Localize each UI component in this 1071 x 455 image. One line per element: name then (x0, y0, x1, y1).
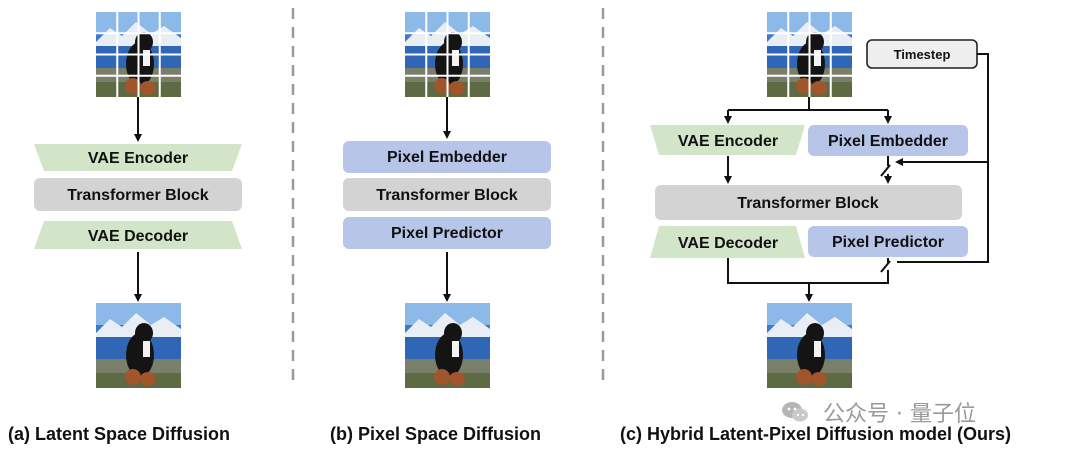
wechat-icon (780, 400, 810, 430)
output-merge-line (727, 258, 889, 284)
switch-embedder (880, 164, 891, 177)
panel-latent-diffusion: VAE Encoder Transformer Block VAE Decode… (34, 12, 242, 388)
vae-encoder-shape (650, 125, 805, 155)
pixel-predictor-label: Pixel Predictor (832, 234, 944, 251)
transformer-block-shape (34, 178, 242, 211)
transformer-block-label: Transformer Block (737, 195, 878, 212)
timestep-label: Timestep (894, 47, 951, 62)
caption-pixel-diffusion: (b) Pixel Space Diffusion (330, 424, 542, 444)
pixel-embedder-shape (343, 141, 551, 173)
vae-decoder-label: VAE Decoder (678, 235, 778, 252)
pixel-embedder-label: Pixel Embedder (828, 133, 948, 150)
watermark-text: 公众号 · 量子位 (823, 402, 976, 427)
pixel-predictor-shape (343, 217, 551, 249)
vae-encoder-label: VAE Encoder (678, 133, 778, 150)
vae-decoder-shape (650, 226, 805, 258)
input-noisy-image (96, 12, 181, 97)
pixel-predictor-label: Pixel Predictor (391, 225, 503, 242)
pixel-predictor-shape (808, 226, 968, 257)
transformer-block-label: Transformer Block (67, 187, 208, 204)
vae-encoder-label: VAE Encoder (88, 150, 188, 167)
input-noisy-image (405, 12, 490, 97)
transformer-block-shape (655, 185, 962, 220)
pixel-embedder-shape (808, 125, 968, 156)
input-noisy-image (767, 12, 852, 97)
panel-hybrid-diffusion: Timestep VAE Encoder Pixel Embedder Tran… (650, 12, 989, 388)
input-split-line (728, 97, 888, 111)
transformer-block-label: Transformer Block (376, 187, 517, 204)
pixel-embedder-label: Pixel Embedder (387, 149, 507, 166)
output-clean-image (767, 303, 852, 388)
transformer-block-shape (343, 178, 551, 211)
caption-latent-diffusion: (a) Latent Space Diffusion (8, 424, 231, 444)
watermark: 公众号 · 量子位 (780, 396, 976, 430)
vae-decoder-label: VAE Decoder (88, 228, 188, 245)
vae-decoder-shape (34, 221, 242, 249)
panel-pixel-diffusion: Pixel Embedder Transformer Block Pixel P… (343, 12, 551, 388)
caption-hybrid-diffusion: (c) Hybrid Latent-Pixel Diffusion model … (620, 424, 1012, 444)
timestep-connector (897, 53, 989, 263)
output-clean-image (96, 303, 181, 388)
vae-encoder-shape (34, 144, 242, 171)
output-clean-image (405, 303, 490, 388)
